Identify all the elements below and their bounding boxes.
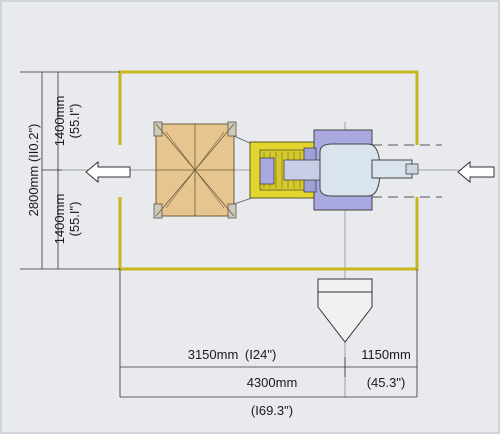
tool-shield-icon — [317, 278, 373, 343]
total-mm-label: 4300mm — [247, 375, 298, 390]
side-total-label: 2800mm (II0.2") — [26, 124, 41, 217]
side-lower-mm-label: 1400mm — [52, 194, 67, 245]
guide-lines — [372, 144, 442, 198]
bottom-left-dimension: 3150mm (I24") — [188, 347, 277, 362]
bottom-dimension-lines — [119, 269, 418, 398]
side-dimension-lines — [20, 71, 120, 270]
side-upper-in-label: (55.I") — [67, 104, 82, 139]
bottom-right-mm-label: 1150mm — [361, 347, 411, 362]
bottom-right-in-label: (45.3") — [367, 375, 406, 390]
side-upper-mm-label: 1400mm — [52, 96, 67, 147]
side-lower-in-label: (55.I") — [67, 202, 82, 237]
total-in-label: (I69.3") — [251, 403, 293, 418]
operator-cab — [319, 143, 419, 197]
safety-fence — [118, 70, 419, 271]
arrow-left-icon — [85, 160, 131, 184]
arrow-right-icon — [457, 160, 495, 184]
workpiece — [153, 121, 253, 219]
